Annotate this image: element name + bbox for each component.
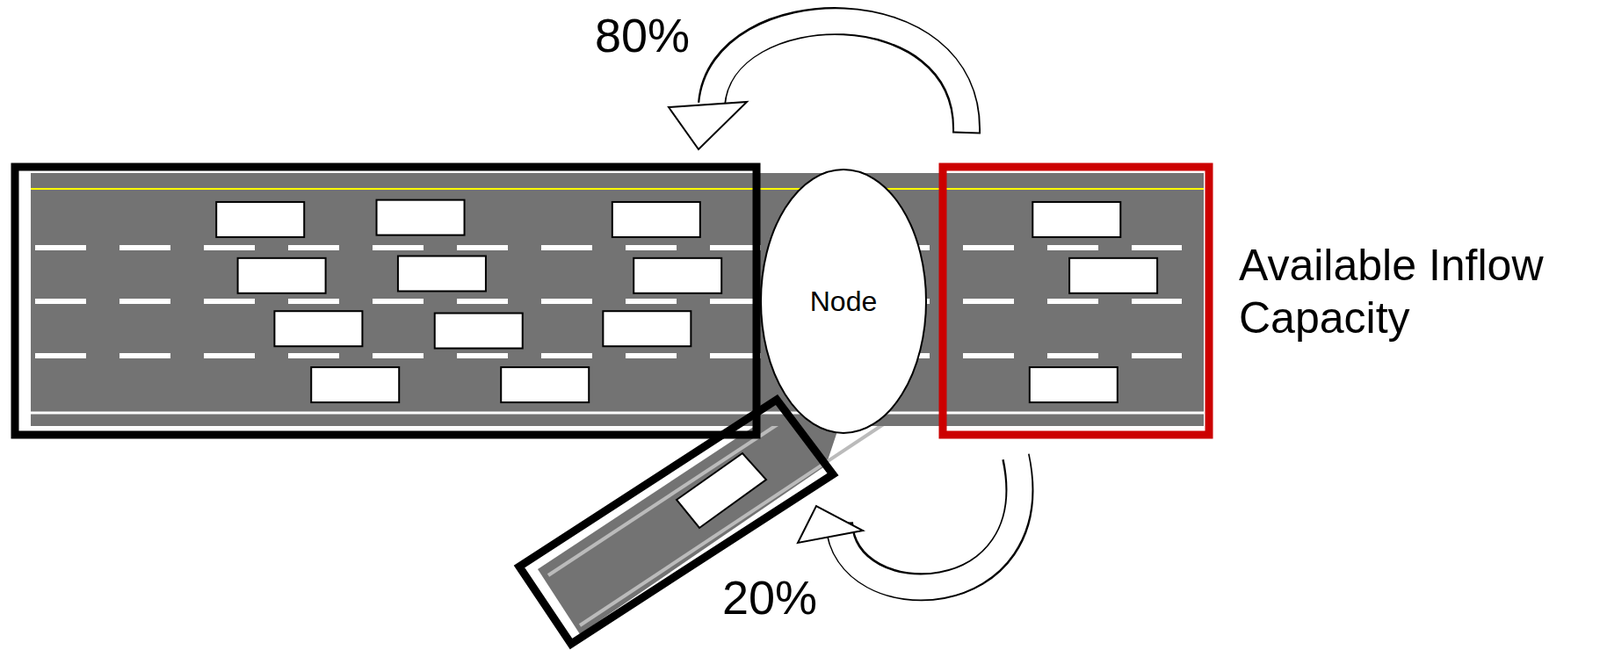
upstream-link-box (14, 166, 757, 435)
turn-arrow-body (711, 21, 967, 132)
vehicle (216, 202, 305, 238)
road-pavement (30, 173, 1204, 427)
vehicle (602, 311, 691, 347)
vehicle (612, 202, 701, 238)
lane-line (35, 353, 1182, 359)
node-label: Node (810, 285, 878, 319)
ellipse-shape (760, 169, 927, 434)
vehicle (274, 311, 362, 347)
lane-line (35, 298, 1182, 305)
node-ellipse: Node (760, 168, 927, 435)
vehicle (1032, 202, 1121, 238)
vehicle (238, 258, 326, 294)
vehicle (398, 255, 486, 291)
turn-arrow-head (668, 101, 747, 150)
vehicle (376, 200, 465, 236)
capacity-label: Available Inflow Capacity (1238, 238, 1595, 345)
vehicle (676, 453, 767, 529)
white-edge-line (30, 412, 1204, 415)
downstream-link-box (942, 166, 1210, 435)
turn-arrow-body (839, 455, 1020, 588)
lane-markings (35, 247, 1182, 356)
vehicle (434, 313, 523, 349)
vehicles (216, 200, 1158, 403)
lane-line (35, 245, 1182, 251)
turn-arrow-head (797, 506, 863, 543)
vehicle (1029, 367, 1118, 403)
turn-arrow-outline (711, 21, 967, 134)
vehicle (633, 258, 722, 294)
yellow-edge-line (30, 188, 1204, 190)
vehicle (1069, 258, 1158, 294)
split-percentage: 80% (594, 7, 690, 65)
vehicle (311, 367, 399, 403)
split-percentage: 20% (722, 569, 818, 627)
vehicle (500, 367, 589, 403)
ramp-edge-line (579, 421, 888, 626)
onramp-link-box (519, 399, 833, 645)
